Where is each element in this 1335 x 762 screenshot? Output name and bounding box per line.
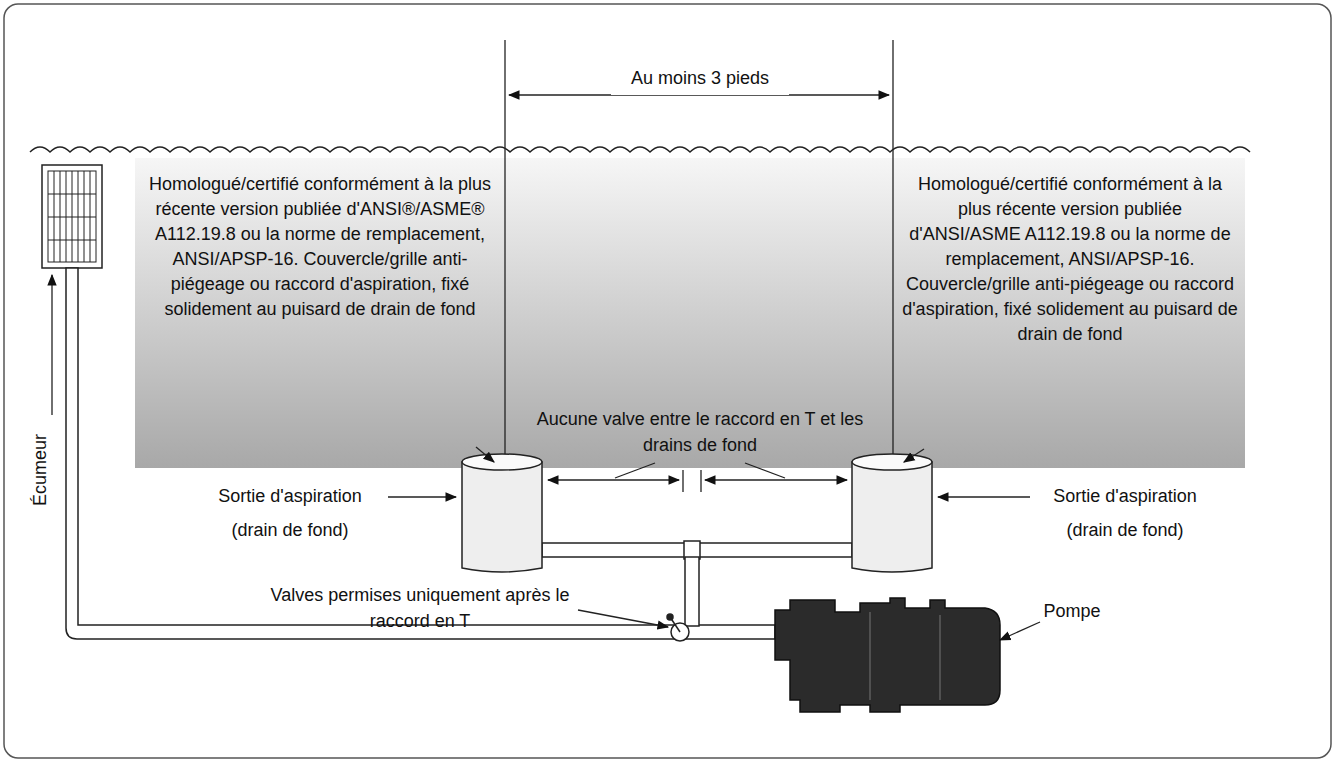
leader-lines-part	[705, 479, 847, 480]
dimension-lines	[505, 40, 893, 468]
leader-lines-part	[938, 496, 1030, 497]
water-surface	[30, 147, 1250, 152]
drain-sumps-part	[852, 462, 932, 572]
valve-part	[667, 614, 673, 620]
leader-lines-part	[476, 447, 494, 462]
pump-part	[940, 615, 941, 700]
drain-sumps	[462, 454, 932, 572]
leader-lines	[52, 275, 1040, 640]
certification-note: Homologué/certifié conformément à la plu…	[900, 172, 1240, 347]
leader-lines-part	[904, 449, 924, 462]
skimmer	[42, 165, 102, 268]
pump-part	[775, 598, 1000, 712]
pump	[775, 598, 1000, 712]
dimension-lines-part	[892, 40, 893, 468]
leader-lines-part	[615, 463, 655, 478]
drain-sumps-part	[462, 454, 542, 470]
skimmer-part-part	[48, 217, 96, 218]
drain-sumps-part	[462, 462, 542, 572]
leader-lines-part	[51, 275, 52, 415]
leader-lines-part	[388, 496, 456, 497]
leader-lines-part	[682, 470, 683, 492]
outlet-label: Sortie d'aspiration (drain de fond)	[195, 479, 385, 547]
leader-lines-part	[700, 470, 701, 492]
leader-lines-part	[548, 479, 679, 480]
valve-label: Valves permises uniquement après le racc…	[270, 582, 570, 634]
certification-note: Homologué/certifié conformément à la plu…	[145, 172, 495, 322]
skimmer-part-part	[48, 240, 96, 241]
frame	[4, 4, 1331, 758]
dimension-label: Au moins 3 pieds	[611, 61, 789, 95]
skimmer-part	[48, 171, 96, 262]
drain-sumps-part	[852, 454, 932, 470]
valve	[667, 614, 689, 641]
skimmer-part-part	[48, 194, 96, 195]
pump-label: Pompe	[1043, 598, 1100, 624]
pipes-part	[685, 557, 699, 626]
dimension-lines-part	[504, 40, 505, 468]
leader-lines-part	[745, 463, 785, 478]
skimmer-label: Écumeur	[29, 434, 51, 506]
water-region	[135, 158, 1245, 468]
skimmer-part	[42, 165, 102, 268]
skimmer-part	[48, 171, 96, 262]
leader-lines-part	[578, 610, 668, 627]
valve-note: Aucune valve entre le raccord en T et le…	[525, 406, 875, 458]
outlet-label: Sortie d'aspiration (drain de fond)	[1030, 479, 1220, 547]
leader-lines-part	[1000, 622, 1040, 640]
pump-part	[870, 612, 871, 700]
